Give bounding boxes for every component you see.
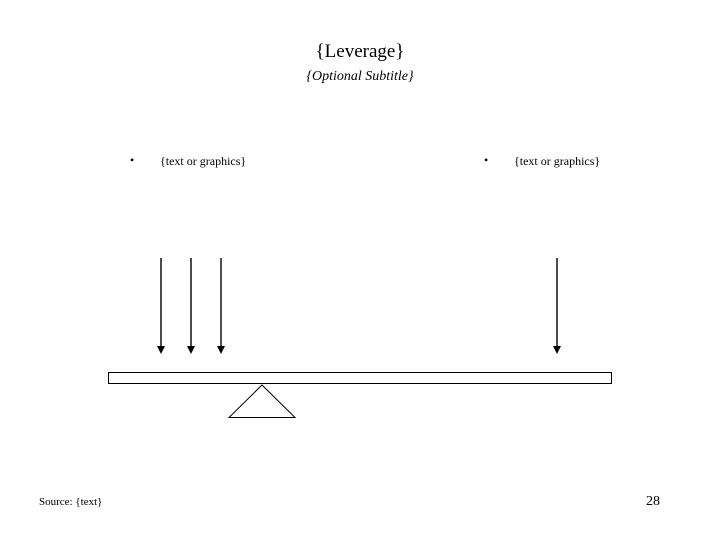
source-note: Source: {text} (39, 496, 103, 508)
right-bullet-text: {text or graphics} (514, 154, 601, 168)
left-force-arrows (157, 258, 225, 354)
force-arrowhead (217, 346, 225, 354)
right-force-arrows (553, 258, 561, 354)
force-arrowhead (553, 346, 561, 354)
fulcrum-triangle (227, 384, 297, 418)
slide-subtitle: {Optional Subtitle} (306, 69, 414, 84)
left-bullet: • (130, 153, 135, 167)
lever-beam (108, 372, 612, 384)
force-arrowhead (187, 346, 195, 354)
slide-title: {Leverage} (315, 41, 405, 62)
right-bullet: • (484, 153, 489, 167)
page-number: 28 (646, 494, 660, 509)
left-bullet-text: {text or graphics} (160, 154, 247, 168)
force-arrowhead (157, 346, 165, 354)
